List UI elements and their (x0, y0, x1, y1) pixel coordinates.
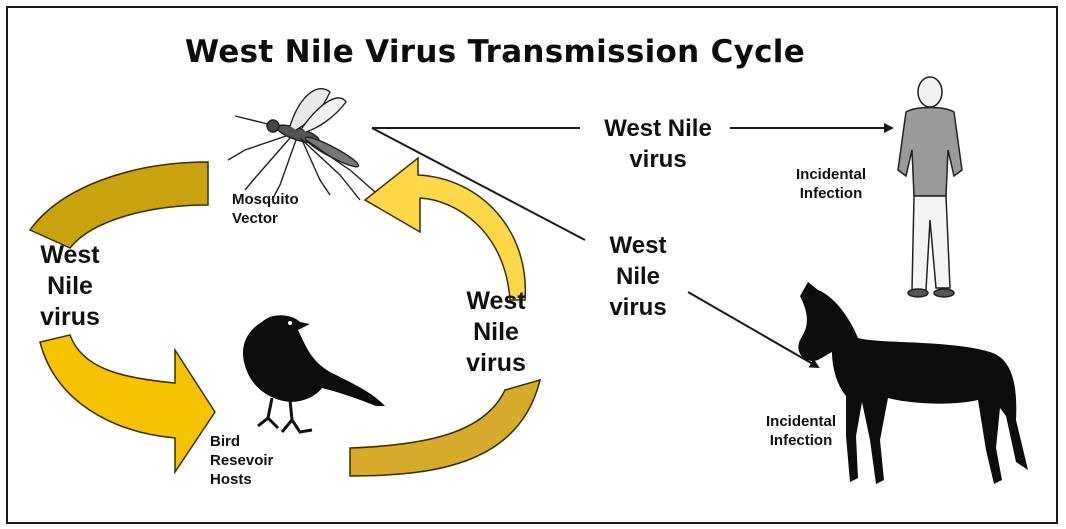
bird-label-line2: Resevoir (210, 451, 273, 470)
virus-label-human-line2: virus (578, 144, 738, 175)
mosquito-icon (228, 89, 375, 200)
cycle-arrow-mosquito-to-left (30, 162, 208, 248)
virus-label-to-horse: West Nile virus (588, 230, 688, 323)
virus-label-right-line3: virus (446, 348, 546, 379)
virus-label-left-line3: virus (20, 302, 120, 333)
horse-infection-label: Incidental Infection (766, 412, 836, 450)
human-infection-line2: Infection (796, 184, 866, 203)
horse-infection-line2: Infection (766, 431, 836, 450)
mosquito-label: Mosquito Vector (232, 190, 299, 228)
human-infection-line1: Incidental (796, 165, 866, 184)
virus-label-to-human: West Nile virus (578, 113, 738, 175)
virus-label-right-cycle: West Nile virus (446, 286, 546, 379)
cycle-arrow-left-to-bird (40, 335, 215, 472)
bird-label: Bird Resevoir Hosts (210, 432, 273, 489)
virus-label-left-line1: West (20, 240, 120, 271)
bird-label-line3: Hosts (210, 470, 273, 489)
horse-icon (798, 282, 1028, 484)
cycle-arrow-bird-to-right (350, 380, 540, 476)
virus-label-left-cycle: West Nile virus (20, 240, 120, 333)
virus-label-human-line1: West Nile (578, 113, 738, 144)
line-to-horse-b (688, 292, 818, 367)
virus-label-horse-line1: West (588, 230, 688, 261)
virus-label-right-line1: West (446, 286, 546, 317)
virus-label-horse-line3: virus (588, 292, 688, 323)
crow-icon (243, 315, 385, 432)
human-infection-label: Incidental Infection (796, 165, 866, 203)
horse-infection-line1: Incidental (766, 412, 836, 431)
bird-label-line1: Bird (210, 432, 273, 451)
mosquito-label-line1: Mosquito (232, 190, 299, 209)
virus-label-horse-line2: Nile (588, 261, 688, 292)
man-icon (898, 77, 962, 297)
page-title: West Nile Virus Transmission Cycle (0, 34, 990, 70)
cycle-arrow-right-to-mosquito (365, 158, 525, 300)
virus-label-left-line2: Nile (20, 271, 120, 302)
mosquito-label-line2: Vector (232, 209, 299, 228)
virus-label-right-line2: Nile (446, 317, 546, 348)
